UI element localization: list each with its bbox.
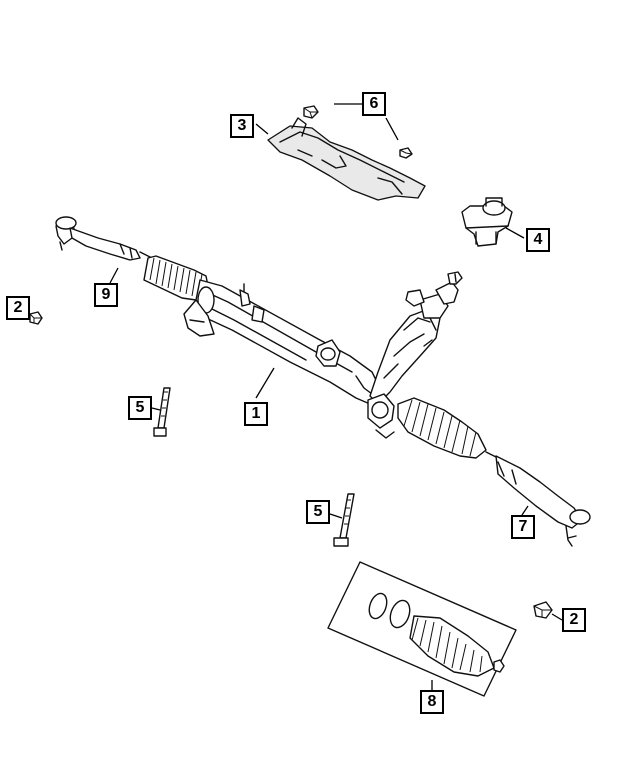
pinion-valve-part [367, 271, 463, 439]
boot-kit-part [327, 561, 517, 697]
callout-6: 6 [362, 92, 386, 116]
callout-8: 8 [420, 690, 444, 714]
nut-part-right [533, 601, 553, 619]
callout-2-right: 2 [562, 608, 586, 632]
bolt-part-left [153, 387, 171, 437]
callout-3: 3 [230, 114, 254, 138]
nut-part-left [29, 311, 43, 325]
callout-7: 7 [511, 515, 535, 539]
callout-5-left: 5 [128, 396, 152, 420]
callout-9: 9 [94, 283, 118, 307]
callout-2-left: 2 [6, 296, 30, 320]
right-tie-rod-end-part [485, 451, 591, 547]
rack-housing-part [183, 279, 381, 405]
callout-4: 4 [526, 228, 550, 252]
callout-5-center: 5 [306, 500, 330, 524]
left-tie-rod-end-part [55, 216, 153, 261]
isolator-part [461, 197, 513, 247]
nut-parts-6 [303, 105, 413, 159]
heat-shield-part [267, 117, 426, 201]
leader-lines [109, 103, 563, 690]
right-bellows-boot [397, 397, 487, 459]
callout-1: 1 [244, 402, 268, 426]
bolt-part-center [333, 493, 355, 547]
